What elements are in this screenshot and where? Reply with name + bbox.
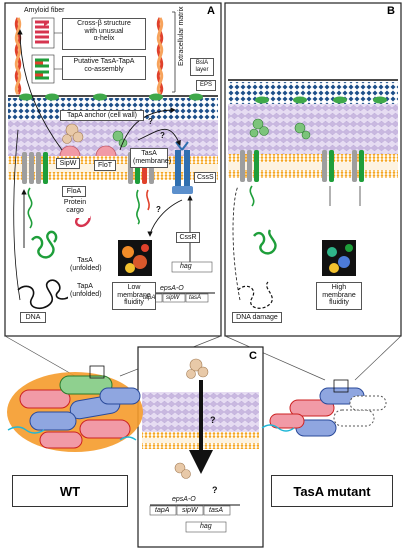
- membrane-inner-b: [228, 170, 398, 178]
- operon-c: [149, 504, 240, 533]
- dna-damage-label: DNA damage: [232, 312, 282, 323]
- membrane-inner-a: [8, 172, 218, 180]
- flot-label: FloT: [94, 160, 116, 171]
- gene-sipw-c: sipW: [182, 507, 198, 514]
- tasa-unfolded-coil-b: [253, 229, 277, 255]
- question-mark-c1: ?: [210, 415, 216, 425]
- floa-flot: [59, 145, 117, 157]
- panel-b-letter: B: [387, 5, 395, 17]
- cssS-label: CssS: [194, 172, 216, 183]
- protein-cluster-a: [62, 123, 84, 144]
- eps-label: EPS: [196, 80, 216, 91]
- gene-sipw-a: sipW: [166, 295, 180, 301]
- amyloid-fiber-left: [14, 17, 22, 95]
- question-mark-a1: ?: [148, 117, 153, 126]
- green-protein-b1: [249, 118, 269, 138]
- panel-a-letter: A: [207, 5, 215, 17]
- tasa-anchors-a: [19, 93, 203, 101]
- high-fluidity-label: High membrane fluidity: [316, 282, 362, 310]
- membrane-proteins-b: [240, 150, 364, 182]
- amyloid-fiber-right: [156, 17, 164, 95]
- wt-community: [7, 365, 143, 452]
- gene-tasa-a: tasA: [189, 295, 202, 301]
- cross-beta-icon: [31, 17, 55, 49]
- tasa-membrane-label: TasA (membrane): [130, 148, 171, 168]
- operon-label-c: epsA-O: [172, 496, 196, 503]
- mutant-label: TasA mutant: [271, 475, 393, 507]
- hag-label-c: hag: [200, 523, 212, 530]
- hag-label-a: hag: [180, 263, 192, 270]
- question-mark-a3: ?: [156, 205, 161, 214]
- low-fluidity-label: Low membrane fluidity: [112, 282, 156, 310]
- protein-cargo-label: Protein cargo: [60, 198, 90, 218]
- lineage-line-b: [232, 185, 241, 301]
- lineage-line-a: [13, 129, 21, 301]
- mutant-community: [261, 379, 387, 437]
- cssR-label: CssR: [176, 232, 200, 243]
- tasa-anchors-b: [255, 96, 387, 104]
- tasa-unfolded-label: TasA (unfolded): [68, 256, 102, 276]
- tapa-anchor-label: TapA anchor (cell wall): [60, 110, 144, 121]
- tasa-unfolded-coil: [31, 230, 58, 259]
- high-fluidity-image: [322, 240, 356, 276]
- gene-tapa-a: tapA: [143, 295, 156, 301]
- tapa-unfolded-label: TapA (unfolded): [68, 282, 102, 302]
- sipw-label: SipW: [56, 158, 80, 169]
- bsla-layer-label: BslA layer: [190, 58, 214, 76]
- question-mark-a2: ?: [160, 131, 165, 140]
- floa-label: FloA: [62, 186, 86, 197]
- gene-products-hanging-b: [249, 185, 361, 207]
- dna-damage-coil: [237, 281, 273, 309]
- protein-cluster-c2: [174, 462, 191, 479]
- dna-label: DNA: [20, 312, 46, 323]
- amyloid-fiber-label: Amyloid fiber: [22, 6, 88, 16]
- operon-label-a: epsA-O: [160, 285, 184, 292]
- coassembly-icon: [31, 54, 55, 84]
- membrane-core-b: [228, 162, 398, 170]
- panel-c-letter: C: [249, 350, 257, 362]
- question-mark-c2: ?: [212, 485, 218, 495]
- tapa-unfolded-coil: [17, 279, 71, 310]
- green-protein-b2: [294, 122, 311, 140]
- sipw-transporter: [22, 152, 48, 184]
- cssS-sensor: [172, 141, 193, 194]
- membrane-outer-b: [228, 154, 398, 162]
- cross-beta-label: Cross-β structure with unusual α-helix: [62, 18, 146, 50]
- extracellular-matrix-label: Extracellular matrix: [178, 6, 185, 66]
- protein-cluster-c: [186, 358, 209, 379]
- low-fluidity-image: [118, 240, 152, 276]
- wt-label: WT: [12, 475, 128, 507]
- gene-tasa-c: tasA: [209, 507, 224, 514]
- putative-assembly-label: Putative TasA-TapA co-assembly: [62, 56, 146, 80]
- gene-tapa-c: tapA: [155, 507, 170, 514]
- cell-wall-b: [228, 82, 398, 104]
